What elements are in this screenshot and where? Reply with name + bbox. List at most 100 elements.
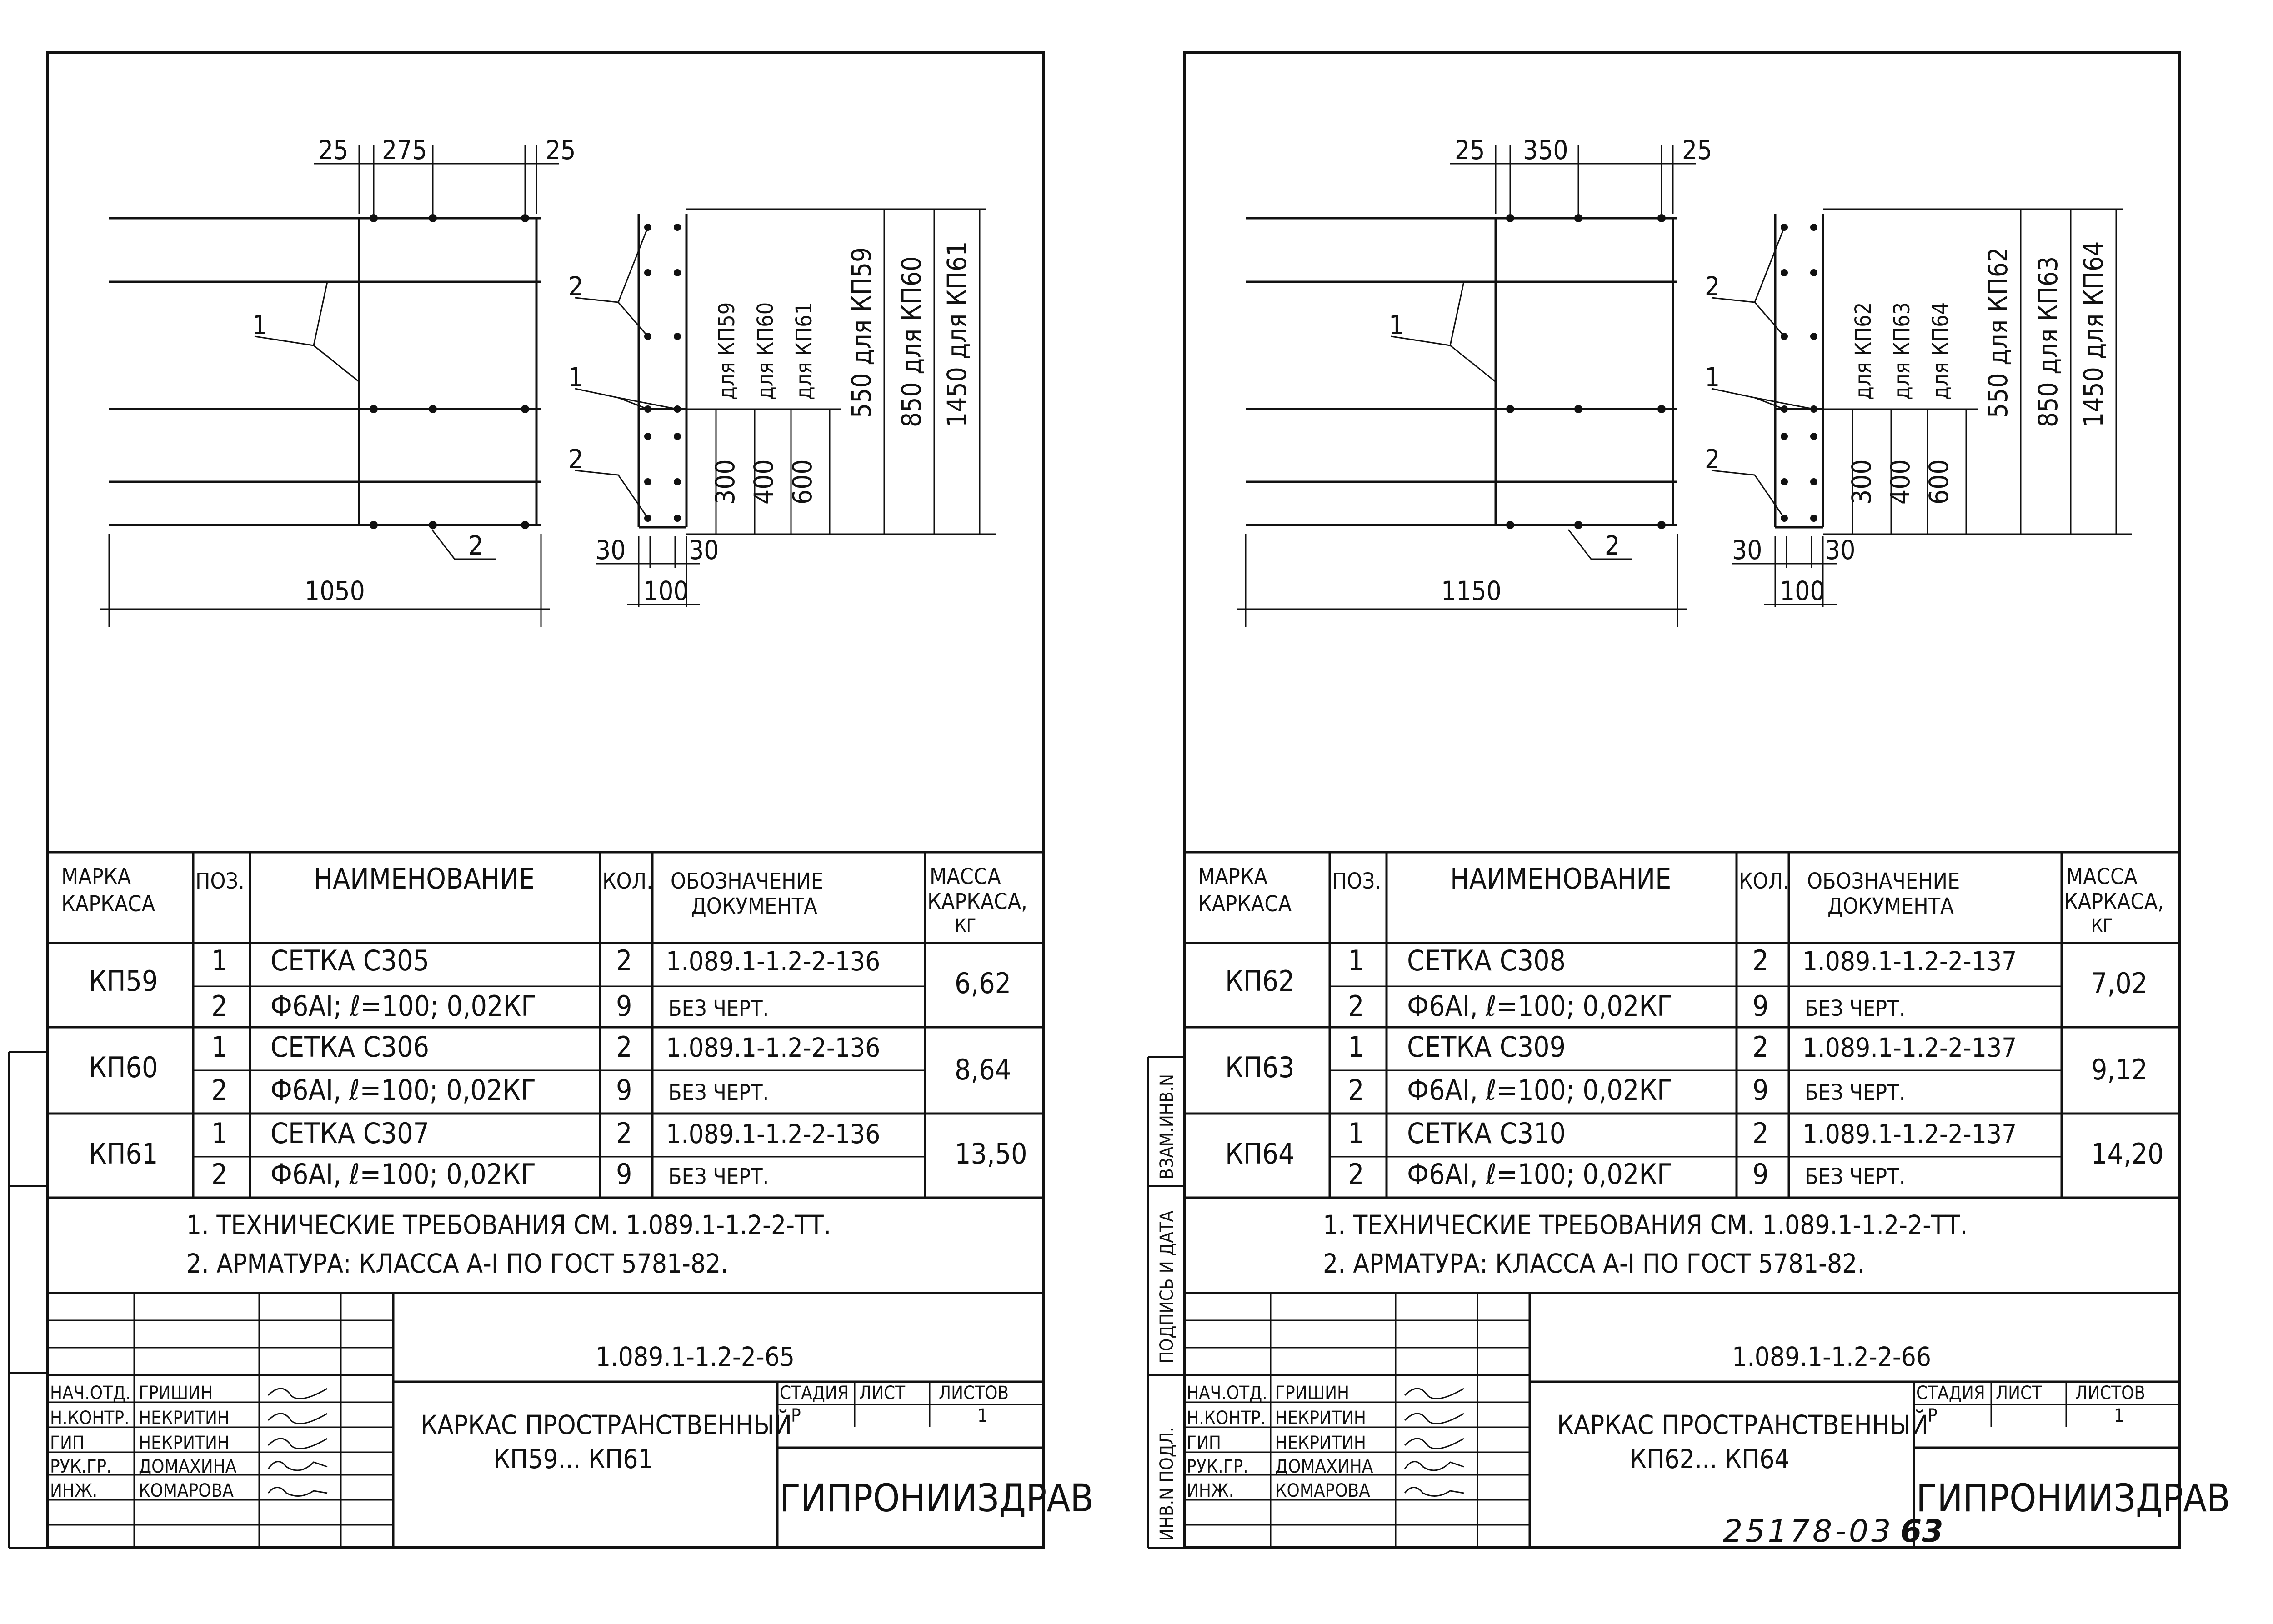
cell-pos: 1 [1348,944,1364,977]
cell-qty: 9 [616,1158,632,1191]
person-name: ГРИШИН [139,1383,213,1404]
person-role: НАЧ.ОТД. [50,1383,131,1404]
cell-doc: БЕЗ ЧЕРТ. [1805,1164,1905,1189]
height-400: 400 [748,459,779,505]
person-role: РУК.ГР. [50,1456,112,1477]
dim-side-100: 100 [643,575,689,606]
signature-marks [1404,1388,1464,1497]
cell-pos: 1 [211,944,227,977]
stamp-sheet-h: ЛИСТ [859,1383,906,1404]
hdr-mark-1: МАРКА [1198,864,1267,889]
cell-qty: 9 [1752,1074,1768,1107]
cell-name: СЕТКА С305 [270,944,429,977]
person-role: ИНЖ. [50,1480,97,1501]
hdr-mass-1: МАССА [930,864,1001,889]
cell-doc: 1.089.1-1.2-2-137 [1802,1032,2017,1063]
height-400: 400 [1885,459,1916,505]
cell-pos: 1 [1348,1030,1364,1064]
cell-mass: 13,50 [955,1137,1027,1170]
person-name: ДОМАХИНА [1275,1456,1373,1477]
dim-top-1: 25 [318,135,348,165]
note-1: 1. ТЕХНИЧЕСКИЕ ТРЕБОВАНИЯ СМ. 1.089.1-1.… [1323,1209,1968,1240]
cell-name: Ф6АI, ℓ=100; 0,02КГ [1407,989,1672,1023]
sheet-frame [46,51,1045,1549]
for-label-2: для КП60 [753,302,778,400]
leader-side-2a: 2 [1705,271,1720,302]
cell-doc: 1.089.1-1.2-2-136 [666,1119,880,1149]
person-name: НЕКРИТИН [1275,1433,1366,1454]
dim-side-100: 100 [1780,575,1825,606]
dim-bottom: 1050 [305,575,365,606]
cell-pos: 2 [211,1158,227,1191]
title-block [1184,1292,2180,1548]
cell-name: СЕТКА С310 [1407,1117,1566,1150]
hdr-doc-1: ОБОЗНАЧЕНИЕ [671,869,823,894]
stamp-stage: Р [1928,1405,1938,1426]
person-name: НЕКРИТИН [139,1433,230,1454]
cell-qty: 2 [1752,944,1768,977]
person-role: ГИП [50,1433,85,1454]
cell-mass: 9,12 [2091,1053,2148,1086]
dim-top-3: 25 [546,135,576,165]
spec-table [48,851,1043,1199]
cell-mass: 6,62 [955,967,1011,1000]
leader-1: 1 [1389,310,1404,340]
person-role: НАЧ.ОТД. [1187,1383,1267,1404]
height-1450: 1450 для КП61 [941,241,972,427]
height-300: 300 [710,459,741,505]
page-number: 63 [1900,1514,1943,1549]
stamp-sheets: 1 [2114,1405,2124,1426]
cell-qty: 9 [616,989,632,1023]
person-role: ГИП [1187,1433,1221,1454]
hdr-pos: ПОЗ. [1332,869,1381,894]
stamp-title-2: КП59... КП61 [493,1444,653,1474]
leader-side-2a: 2 [568,271,583,302]
stamp-title-1: КАРКАС ПРОСТРАНСТВЕННЫЙ [421,1409,792,1440]
height-1450: 1450 для КП64 [2078,241,2109,427]
stamp-sheet-h: ЛИСТ [1996,1383,2042,1404]
archive-number: 25178-03 [1723,1514,1894,1549]
hdr-pos: ПОЗ. [195,869,245,894]
signature-marks [267,1388,328,1497]
drawing-sheet-left: 25 275 25 1050 1 2 [0,0,1127,1622]
stamp-stage-h: СТАДИЯ [780,1383,849,1404]
hdr-doc-1: ОБОЗНАЧЕНИЕ [1807,869,1960,894]
hdr-mass-2: КАРКАСА, [2064,889,2164,914]
stamp-title-1: КАРКАС ПРОСТРАНСТВЕННЫЙ [1557,1409,1928,1440]
cell-mass: 7,02 [2091,967,2148,1000]
cell-qty: 2 [616,1030,632,1064]
cell-pos: 2 [1348,1158,1364,1191]
cell-name: СЕТКА С308 [1407,944,1566,977]
cell-qty: 9 [1752,1158,1768,1191]
cell-name: Ф6АI; ℓ=100; 0,02КГ [270,989,536,1023]
frame-front-view [1246,217,1677,526]
stamp-sheets-h: ЛИСТОВ [2075,1383,2145,1404]
cell-doc: БЕЗ ЧЕРТ. [668,1080,769,1105]
drawing-sheet-right: ИНВ.N ПОДЛ. ПОДПИСЬ И ДАТА ВЗАМ.ИНВ.N 25… [1136,0,2264,1622]
spec-rows: КП59 1 СЕТКА С305 2 1.089.1-1.2-2-136 2 … [89,944,1027,1191]
dim-top-3: 25 [1682,135,1712,165]
dim-top-2: 350 [1523,135,1568,165]
for-label-3: для КП64 [1928,302,1953,400]
cell-qty: 2 [616,1117,632,1150]
cell-name: Ф6АI, ℓ=100; 0,02КГ [1407,1074,1672,1107]
note-2: 2. АРМАТУРА: КЛАССА А-I ПО ГОСТ 5781-82. [1323,1248,1865,1279]
dim-side-30a: 30 [1732,535,1762,565]
stamp-sheets-h: ЛИСТОВ [939,1383,1009,1404]
cell-pos: 1 [1348,1117,1364,1150]
dim-top-2: 275 [382,135,427,165]
cell-doc: 1.089.1-1.2-2-137 [1802,1119,2017,1149]
dim-top-1: 25 [1455,135,1485,165]
height-550: 550 для КП62 [1983,247,2013,418]
side-label-vzam: ВЗАМ.ИНВ.N [1157,1074,1177,1179]
leader-2: 2 [1605,530,1620,561]
cell-doc: БЕЗ ЧЕРТ. [1805,996,1905,1021]
row-mark-kp62: КП62 [1225,964,1295,998]
spec-rows: КП62 1 СЕТКА С308 2 1.089.1-1.2-2-137 2 … [1225,944,2164,1191]
side-strip [1147,1056,1184,1549]
cell-pos: 2 [1348,989,1364,1023]
stamp-org: ГИПРОНИИЗДРАВ [780,1476,1094,1520]
for-label-1: для КП59 [714,302,740,400]
person-role: Н.КОНТР. [50,1408,130,1429]
cell-doc: 1.089.1-1.2-2-136 [666,1032,880,1063]
